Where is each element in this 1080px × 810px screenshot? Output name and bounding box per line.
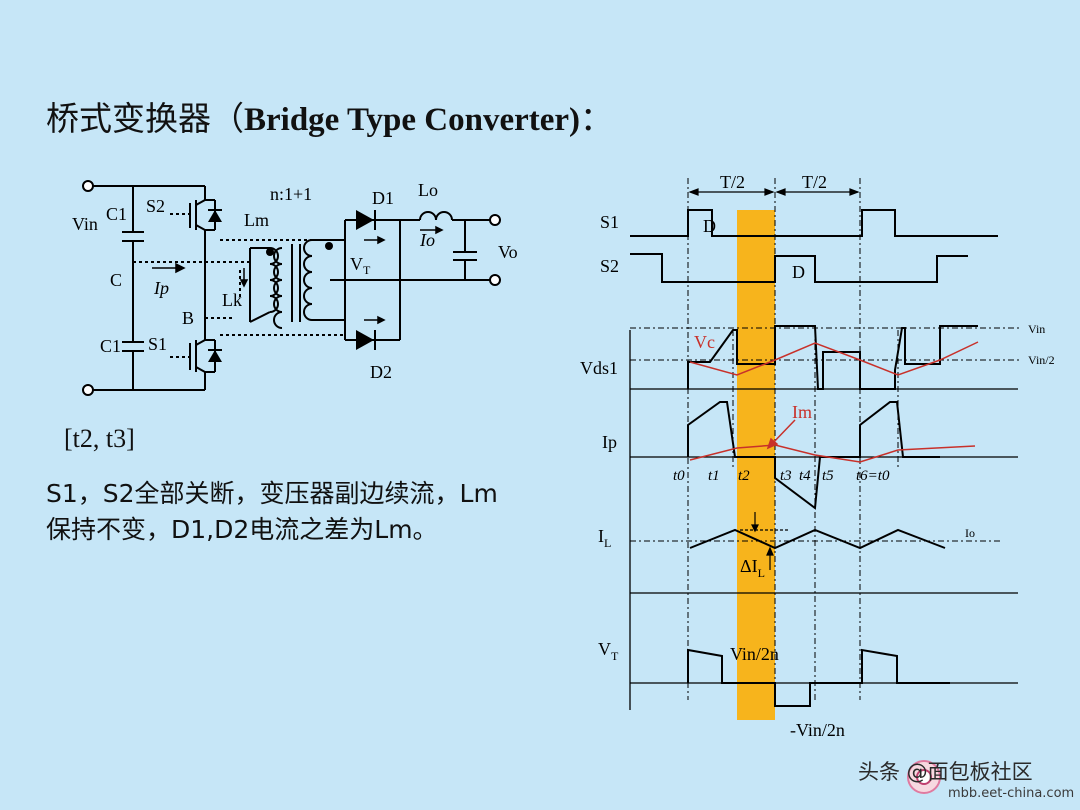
vds1-waveform [687, 325, 978, 390]
vc-waveform [689, 341, 979, 376]
label-t2: t2 [738, 468, 750, 484]
label-vo: Vo [498, 242, 518, 262]
s1-waveform [630, 209, 998, 237]
label-vin-half-level: Vin/2 [1028, 353, 1055, 367]
ip-waveform [687, 401, 940, 510]
label-vin-level: Vin [1028, 322, 1045, 336]
label-delta-il: ΔIL [740, 556, 765, 580]
title-en: Bridge Type Converter) [244, 102, 581, 138]
label-t4: t4 [799, 468, 811, 484]
label-lo: Lo [418, 180, 438, 200]
watermark-text: 头条 @面包板社区 [858, 760, 1033, 784]
label-t5: t5 [822, 468, 834, 484]
label-turns-ratio: n:1+1 [270, 184, 312, 204]
label-t-half-1: T/2 [720, 172, 745, 192]
description: S1，S2全部关断，变压器副边续流，Lm 保持不变，D1,D2电流之差为Lm。 [46, 476, 498, 548]
label-s1: S1 [148, 334, 167, 354]
label-t6: t6=t0 [856, 468, 890, 484]
title-cn: 桥式变换器（ [46, 99, 244, 138]
label-wave-vt: VT [598, 639, 619, 663]
watermark-logo-icon [907, 760, 941, 794]
vt-waveform [687, 648, 950, 707]
slide-title: 桥式变换器（Bridge Type Converter)： [46, 92, 613, 140]
label-il: IL [598, 526, 611, 550]
label-lm: Lm [244, 210, 269, 230]
label-wave-s2: S2 [600, 256, 619, 276]
label-im: Im [792, 402, 812, 422]
interval-label: [t2, t3] [64, 424, 135, 453]
label-c1-bottom: C1 [100, 336, 121, 356]
s2-waveform [630, 253, 968, 283]
label-t3: t3 [780, 468, 792, 484]
label-d-1: D [703, 216, 716, 236]
label-vds1: Vds1 [580, 358, 618, 378]
interval-highlight [737, 210, 775, 720]
label-s2: S2 [146, 196, 165, 216]
label-wave-s1: S1 [600, 212, 619, 232]
label-vin-2n: Vin/2n [730, 644, 779, 664]
label-vin: Vin [72, 214, 98, 234]
label-vt: VT [350, 254, 371, 277]
label-c1-top: C1 [106, 204, 127, 224]
label-lk: Lk [222, 290, 242, 310]
label-d1: D1 [372, 188, 394, 208]
label-d-2: D [792, 262, 805, 282]
im-waveform [689, 444, 976, 463]
bridge-converter-circuit: Vin C1 C C1 S2 S1 Lm Lk Ip B n:1+1 D1 D2… [72, 180, 518, 396]
label-vc: Vc [694, 332, 715, 352]
label-t0: t0 [673, 468, 685, 484]
label-io: Io [419, 230, 435, 250]
il-waveform [689, 528, 946, 550]
label-c: C [110, 270, 122, 290]
label-io-level: Io [965, 526, 975, 540]
label-wave-ip: Ip [602, 432, 617, 452]
title-tail: ： [580, 99, 614, 138]
description-line-1: S1，S2全部关断，变压器副边续流，Lm [46, 479, 498, 508]
label-d2: D2 [370, 362, 392, 382]
label-ip: Ip [153, 278, 169, 298]
label-t-half-2: T/2 [802, 172, 827, 192]
label-neg-vin-2n: -Vin/2n [790, 720, 845, 740]
label-t1: t1 [708, 468, 720, 484]
watermark-url: mbb.eet-china.com [948, 786, 1075, 801]
description-line-2: 保持不变，D1,D2电流之差为Lm。 [46, 515, 438, 544]
label-b: B [182, 308, 194, 328]
